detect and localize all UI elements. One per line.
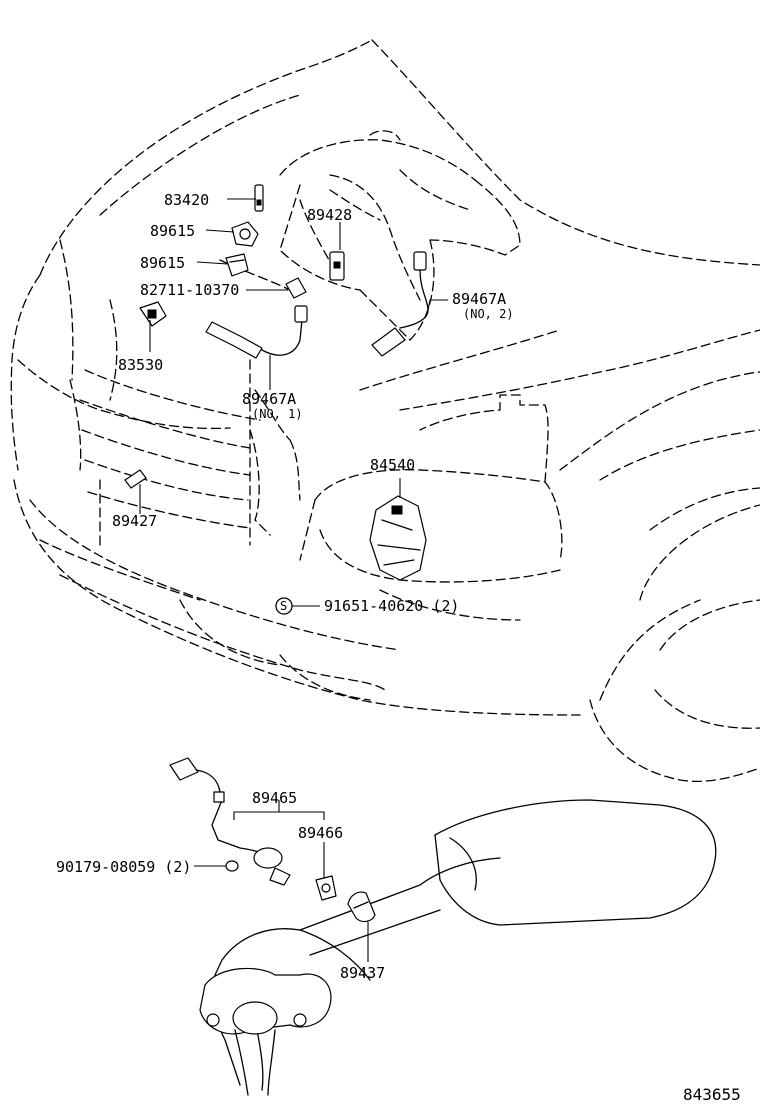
label-89467a-no2: 89467A [452,290,506,308]
label-84540: 84540 [370,456,415,474]
label-89467a-no1-note: (NO, 1) [252,407,303,421]
label-83530: 83530 [118,356,163,374]
label-89428: 89428 [307,206,352,224]
part-89437-bracket [347,891,376,923]
label-89465: 89465 [252,789,297,807]
label-89467a-no2-note: (NO, 2) [463,307,514,321]
part-89466-gasket [315,875,337,901]
part-89465-oxygen-sensor [169,757,291,886]
part-84540-switch [369,495,427,581]
part-89467a-oxygen-sensor-no2 [371,251,429,357]
part-82711-clamp [285,277,307,299]
label-89466: 89466 [298,824,343,842]
part-89467a-oxygen-sensor-no1 [205,305,308,359]
part-83530-switch [139,301,167,327]
label-83420: 83420 [164,191,209,209]
label-89427: 89427 [112,512,157,530]
label-89615-lower: 89615 [140,254,185,272]
part-89427-sensor [124,469,147,489]
leader-lines [139,198,448,962]
label-s-marker: S [280,599,287,613]
part-90179-nut [225,860,239,872]
part-89615-knock-sensor-upper [231,221,259,247]
s-marker-circle [275,597,293,615]
part-89428-sensor [329,251,345,281]
part-89615-knock-sensor-lower [225,253,249,277]
exhaust-pipe-assembly [199,799,717,1096]
part-83420-sensor [254,184,264,212]
label-89615-upper: 89615 [150,222,195,240]
label-91651-40620: 91651-40620 (2) [324,597,459,615]
label-90179-08059: 90179-08059 (2) [56,858,191,876]
label-82711-10370: 82711-10370 [140,281,239,299]
figure-number: 843655 [683,1085,741,1104]
car-body-outline [10,39,760,782]
label-89437: 89437 [340,964,385,982]
label-89467a-no1: 89467A [242,390,296,408]
